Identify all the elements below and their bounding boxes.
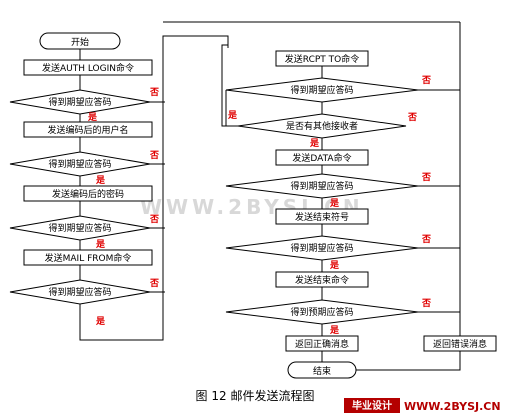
node-err-msg: 返回错误消息	[423, 335, 497, 352]
decision-6: 得到期望应答码	[225, 173, 419, 199]
decision-6-label: 得到期望应答码	[290, 180, 353, 192]
connector-lines	[79, 21, 461, 371]
node-send-auth-label: 发送AUTH LOGIN命令	[42, 62, 134, 74]
node-send-mailfrom-label: 发送MAIL FROM命令	[45, 252, 132, 264]
node-ok-msg-label: 返回正确消息	[295, 338, 349, 350]
label-yes-more: 是	[309, 138, 320, 149]
decision-5-label: 得到期望应答码	[290, 84, 353, 96]
node-end-label: 结束	[313, 365, 331, 377]
logo-name-text: 毕业设计	[352, 399, 392, 412]
node-send-data-label: 发送DATA命令	[292, 152, 351, 164]
node-send-mailfrom: 发送MAIL FROM命令	[23, 249, 153, 266]
decision-1-label: 得到期望应答码	[48, 96, 111, 108]
decision-5: 得到期望应答码	[225, 77, 419, 103]
node-send-endmark-label: 发送结束符号	[295, 211, 349, 223]
node-send-auth: 发送AUTH LOGIN命令	[23, 59, 153, 76]
decision-4-label: 得到期望应答码	[48, 286, 111, 298]
label-yes-4: 是	[95, 316, 106, 327]
node-send-data: 发送DATA命令	[275, 149, 369, 166]
node-start: 开始	[39, 32, 121, 50]
decision-7-label: 得到期望应答码	[290, 242, 353, 254]
node-start-label: 开始	[71, 36, 89, 48]
decision-3: 得到期望应答码	[9, 215, 151, 241]
decision-1: 得到期望应答码	[9, 89, 151, 115]
decision-7: 得到期望应答码	[225, 235, 419, 261]
label-no-more: 否	[407, 112, 417, 123]
node-end: 结束	[287, 361, 357, 379]
node-ok-msg: 返回正确消息	[285, 335, 359, 352]
node-send-endmark: 发送结束符号	[275, 208, 369, 225]
node-send-rcpt-label: 发送RCPT TO命令	[285, 53, 359, 65]
label-yes-8: 是	[329, 325, 340, 336]
node-send-end-label: 发送结束命令	[295, 274, 349, 286]
decision-more-recipients: 是否有其他接收者	[237, 113, 407, 139]
branch-labels: 是 否 是 否 是 否 是 否 是 否 是 否 是 否 是 否 是 否	[87, 75, 431, 336]
logo-url-text: WWW.2BYSJ.CN	[404, 400, 501, 413]
label-yes-6: 是	[329, 198, 340, 209]
label-yes-1: 是	[87, 112, 98, 123]
label-no-8: 否	[421, 298, 431, 309]
label-yes-7: 是	[329, 260, 340, 271]
node-send-user-label: 发送编码后的用户名	[47, 124, 128, 136]
node-send-rcpt: 发送RCPT TO命令	[275, 50, 369, 67]
label-no-3: 否	[149, 214, 159, 225]
decision-2-label: 得到期望应答码	[48, 158, 111, 170]
label-no-4: 否	[149, 278, 159, 289]
label-no-1: 否	[149, 87, 159, 98]
site-logo: 毕业设计 WWW.2BYSJ.CN	[344, 398, 501, 413]
label-yes-3: 是	[95, 239, 106, 250]
decision-2: 得到期望应答码	[9, 151, 151, 177]
decision-4: 得到期望应答码	[9, 279, 151, 305]
node-send-pass-label: 发送编码后的密码	[52, 188, 124, 200]
decision-more-recipients-label: 是否有其他接收者	[286, 120, 358, 132]
node-send-user: 发送编码后的用户名	[23, 121, 153, 138]
label-no-2: 否	[149, 150, 159, 161]
label-no-7: 否	[421, 234, 431, 245]
label-no-6: 否	[421, 172, 431, 183]
node-err-msg-label: 返回错误消息	[433, 338, 487, 350]
label-no-5: 否	[421, 75, 431, 86]
decision-8-label: 得到预期应答码	[290, 306, 353, 318]
label-yes-2: 是	[95, 175, 106, 186]
node-send-end: 发送结束命令	[275, 271, 369, 288]
label-yes-5: 是	[227, 110, 238, 121]
decision-8: 得到预期应答码	[225, 299, 419, 325]
node-send-pass: 发送编码后的密码	[23, 185, 153, 202]
figure-caption: 图 12 邮件发送流程图	[196, 388, 315, 403]
decision-3-label: 得到期望应答码	[48, 222, 111, 234]
